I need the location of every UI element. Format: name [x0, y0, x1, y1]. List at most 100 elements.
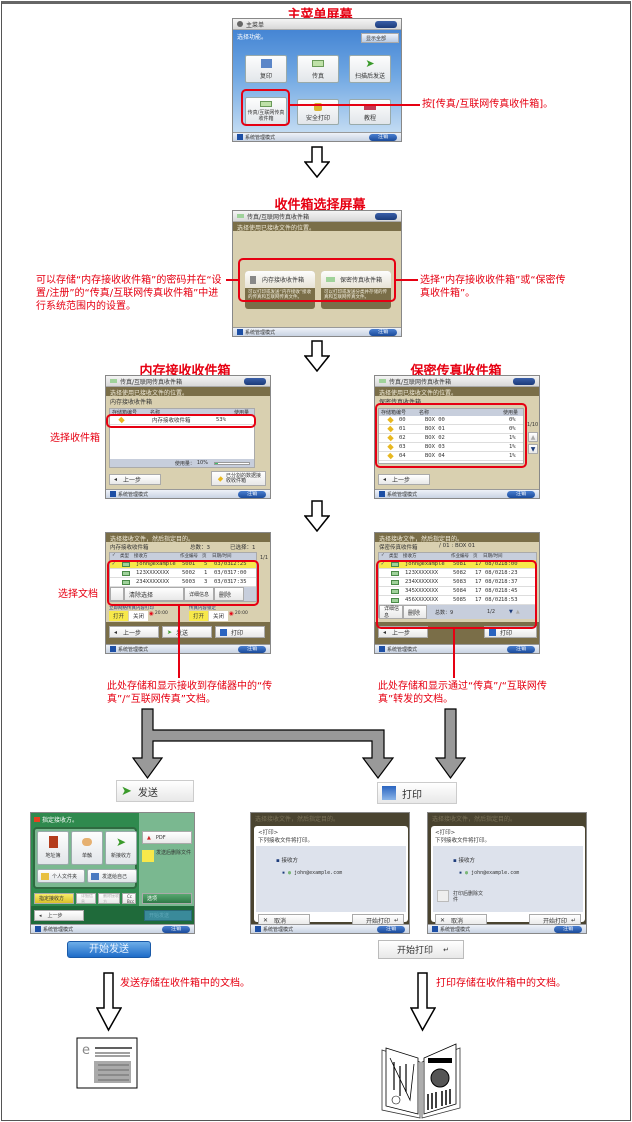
fax-inbox-tile[interactable]: 传真/互联网传真收件箱 — [245, 97, 287, 125]
highlight-conf-docs — [376, 560, 537, 629]
table-header: ✓ 类型 接收方 作业编号 页 日期/时间 — [379, 553, 536, 560]
main-menu-title-text: 主菜单 — [246, 21, 265, 29]
page-down-button[interactable]: ▼ — [509, 609, 513, 615]
clear-selection-button[interactable]: 清除选择 — [124, 587, 184, 601]
delete-after-send-checkbox[interactable] — [142, 850, 154, 862]
memory-docs-header: 内存接收收件箱 总数：3 已选择：1 — [110, 545, 256, 551]
delete-after-print-checkbox[interactable] — [437, 890, 449, 902]
back-button[interactable]: ◂上一步 — [34, 910, 84, 921]
print-dialog-screen-2: 选择接收文件，然后指定目的。 <打印> 下列接收文件将打印。 ▪ 接收方 ▪ ◍… — [427, 812, 587, 934]
send-icon: ➤ — [121, 783, 132, 799]
pdf-format-button[interactable]: ▲PDF — [142, 831, 192, 844]
scroll-down-button[interactable]: ▼ — [528, 444, 538, 454]
memory-inbox-instruction: 选择使用已接收文件的位置。 — [106, 387, 270, 397]
send-to-myself-button[interactable]: 发送给自己 — [87, 869, 137, 883]
box-icon — [217, 475, 224, 482]
send-screen-footer: 系统管理模式 注销 — [31, 924, 194, 933]
page-up-button[interactable]: ▲ — [515, 609, 520, 615]
address-book-button[interactable]: 地址簿 — [37, 831, 69, 865]
delete-button[interactable]: 删除 — [214, 587, 244, 601]
dialog-message: 下列接收文件将打印。 — [435, 838, 491, 844]
start-print-large-button[interactable]: 开始打印↵ — [378, 940, 464, 959]
scan-send-tile[interactable]: ➤ 扫描后发送 — [349, 55, 391, 83]
logout-button[interactable]: 注销 — [369, 329, 397, 336]
tutorial-tile[interactable]: 教程 — [349, 99, 391, 125]
options-button[interactable]: 选项 — [142, 893, 192, 904]
copy-tile[interactable]: 复印 — [245, 55, 287, 83]
print-function-button[interactable]: 打印 — [377, 782, 457, 804]
logout-button[interactable]: 注销 — [369, 134, 397, 141]
logout-button[interactable]: 注销 — [554, 926, 582, 933]
print-icon — [220, 628, 227, 636]
cc-bcc-button[interactable]: Cc Bcc — [122, 893, 136, 904]
show-all-button[interactable]: 显示全部 — [361, 33, 399, 43]
back-button[interactable]: ◂上一步 — [109, 474, 161, 485]
back-button[interactable]: ◂上一步 — [378, 626, 428, 638]
off-toggle[interactable]: 关闭 — [129, 611, 149, 621]
logout-button[interactable]: 注销 — [377, 926, 405, 933]
logout-button[interactable]: 注销 — [507, 491, 535, 498]
confidential-inbox-option[interactable]: 保密传真收件箱 可以打印或发送分类并存储的传真和互联网传真文件。 — [321, 271, 391, 309]
bg-instruction: 选择接收文件，然后指定目的。 — [251, 813, 409, 823]
on-toggle[interactable]: 打开 — [189, 611, 209, 621]
logout-button[interactable]: 注销 — [238, 646, 266, 653]
details-button[interactable]: 详细信息 — [379, 605, 403, 619]
status-pill — [375, 21, 397, 28]
details-button[interactable]: 详细信息 — [184, 587, 214, 601]
callout-line — [226, 279, 238, 281]
inbox-select-footer: 系统管理模式 注销 — [233, 327, 401, 336]
send-button[interactable]: ➤发送 — [162, 626, 212, 638]
select-all-checkbox[interactable] — [110, 587, 124, 601]
logout-button[interactable]: 注销 — [162, 926, 190, 933]
send-function-button[interactable]: ➤ 发送 — [116, 780, 194, 802]
delete-button[interactable]: 删除 — [403, 605, 427, 619]
capacity-bar — [214, 461, 250, 465]
details-button[interactable]: 详细信息 — [76, 893, 96, 904]
logout-button[interactable]: 注销 — [238, 491, 266, 498]
delete-destination-button[interactable]: 删除接收方 — [98, 893, 120, 904]
secure-print-tile[interactable]: 安全打印 — [297, 99, 339, 125]
memory-box-icon — [250, 275, 256, 284]
table-header: 存储箱编号 名称 使用量 — [379, 409, 523, 416]
table-row[interactable]: 内存接收收件箱 53% — [110, 416, 254, 425]
back-button[interactable]: ◂上一步 — [378, 474, 430, 485]
fax-tile[interactable]: 传真 — [297, 55, 339, 83]
memory-docs-instruction: 选择接收文件，然后指定目的。 — [106, 533, 270, 543]
divided-data-inbox-button[interactable]: 已分割的数据接收收件箱 — [211, 471, 266, 486]
inbox-select-screen: 传真/互联网传真收件箱 选择使用已接收文件的位置。 内存接收收件箱 可以打印或发… — [232, 210, 402, 337]
print-button[interactable]: 打印 — [484, 626, 537, 638]
hand-icon — [82, 838, 92, 846]
status-pill — [244, 378, 266, 385]
scroll-up-button[interactable]: ▲ — [528, 432, 538, 442]
send-icon: ➤ — [115, 835, 127, 849]
warning-icon — [34, 817, 40, 822]
specify-destination-button[interactable]: 指定接收方 — [34, 893, 74, 904]
memory-inbox-option[interactable]: 内存接收收件箱 可以打印或发送“内存接收”接收的传真和互联网传真文件。 — [245, 271, 315, 309]
on-toggle[interactable]: 打开 — [109, 611, 129, 621]
start-send-dimmed-button[interactable]: 开始发送 — [144, 910, 192, 921]
new-destination-button[interactable]: ➤ 新接收方 — [105, 831, 137, 865]
back-button[interactable]: ◂上一步 — [109, 626, 159, 638]
clock-icon: ◉ — [229, 611, 234, 617]
one-touch-button[interactable]: 单触 — [71, 831, 103, 865]
capacity-bar-area: 使用量： 10% — [110, 459, 254, 467]
memory-lock-toggle: 打开 关闭 ◉ 20:00 — [189, 611, 248, 621]
start-send-button[interactable]: 开始发送 — [67, 941, 151, 958]
personal-folder-button[interactable]: 个人文件夹 — [37, 869, 85, 883]
print-button[interactable]: 打印 — [215, 626, 265, 638]
logout-button[interactable]: 注销 — [507, 646, 535, 653]
off-toggle[interactable]: 关闭 — [209, 611, 229, 621]
